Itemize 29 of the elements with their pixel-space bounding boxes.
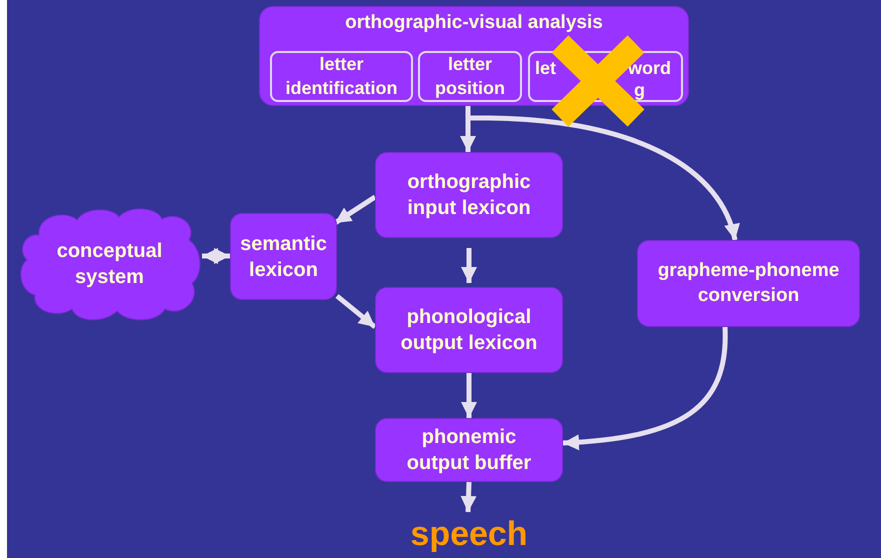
sub-process-box <box>270 51 413 102</box>
box-label: phonemic output buffer <box>406 425 532 476</box>
arrow <box>461 248 477 283</box>
arrow <box>202 248 230 264</box>
process-box <box>230 213 337 300</box>
arrow <box>334 194 376 226</box>
arrow <box>460 482 477 512</box>
box-label: letter position <box>434 53 506 100</box>
process-box <box>375 152 563 238</box>
process-box <box>375 287 563 373</box>
process-box <box>375 418 563 482</box>
box-label: speech <box>410 514 528 555</box>
box-label: letter identification <box>284 53 398 100</box>
box-label: conceptual system <box>56 238 164 290</box>
group-heading: orthographic-visual analysis <box>345 11 603 35</box>
box-label: grapheme-phoneme conversion <box>656 258 840 308</box>
box-label: word <box>628 59 671 77</box>
box-label: orthographic input lexicon <box>406 170 532 221</box>
arrow <box>335 294 377 329</box>
box-label: phonological output lexicon <box>400 305 538 356</box>
sub-process-box <box>418 51 522 102</box>
sub-process-box <box>528 51 683 102</box>
arrow <box>562 327 728 450</box>
arrow <box>461 373 477 418</box>
group-box <box>259 6 689 106</box>
box-label: g <box>634 81 645 99</box>
process-box <box>637 240 860 327</box>
box-label: semantic lexicon <box>239 232 328 282</box>
box-label: let <box>535 59 556 77</box>
